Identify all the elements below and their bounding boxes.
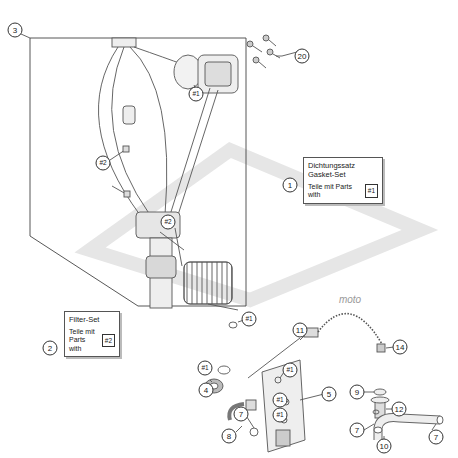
set-box: Filter-SetTeile mit Parts with #2 bbox=[64, 311, 120, 357]
callout-number: 8 bbox=[222, 429, 237, 444]
callout-number: 5 bbox=[322, 387, 337, 402]
callout-number: 20 bbox=[295, 49, 310, 64]
callout-number: 12 bbox=[392, 402, 407, 417]
part-ref-callout: #1 bbox=[283, 363, 298, 378]
callout-number: 3 bbox=[8, 23, 23, 38]
part-ref: #2 bbox=[105, 337, 112, 345]
callout-number: 11 bbox=[293, 323, 308, 338]
callout-number: 9 bbox=[350, 385, 365, 400]
set-row: Teile mit Parts with #1 bbox=[308, 183, 378, 200]
callout-number: 14 bbox=[393, 340, 408, 355]
part-ref-callout: #2 bbox=[161, 215, 176, 230]
watermark: moto bbox=[339, 295, 361, 305]
part-ref-callout: #1 bbox=[242, 312, 257, 327]
callout-number: 10 bbox=[377, 439, 392, 454]
callout-number: 2 bbox=[43, 341, 58, 356]
callout-number: 7 bbox=[350, 423, 365, 438]
set-row: Teile mit Parts with #2 bbox=[69, 328, 115, 353]
set-box: Dichtungssatz Gasket-SetTeile mit Parts … bbox=[303, 157, 383, 204]
part-ref-callout: #1 bbox=[273, 393, 288, 408]
set-note: Teile mit Parts with bbox=[308, 183, 362, 200]
callout-number: 7 bbox=[429, 430, 444, 445]
callout-number: 4 bbox=[199, 383, 214, 398]
part-ref-box: #1 bbox=[365, 184, 378, 198]
part-ref-box: #2 bbox=[102, 334, 115, 348]
set-title: Filter-Set bbox=[69, 315, 115, 324]
part-ref-callout: #1 bbox=[189, 87, 204, 102]
part-ref: #1 bbox=[368, 187, 375, 195]
set-title: Dichtungssatz Gasket-Set bbox=[308, 161, 378, 179]
part-ref-callout: #2 bbox=[96, 156, 111, 171]
callout-number: 1 bbox=[283, 178, 298, 193]
callout-number: 7 bbox=[234, 407, 249, 422]
set-note: Teile mit Parts with bbox=[69, 328, 99, 353]
part-ref-callout: #1 bbox=[273, 408, 288, 423]
part-ref-callout: #1 bbox=[198, 361, 213, 376]
